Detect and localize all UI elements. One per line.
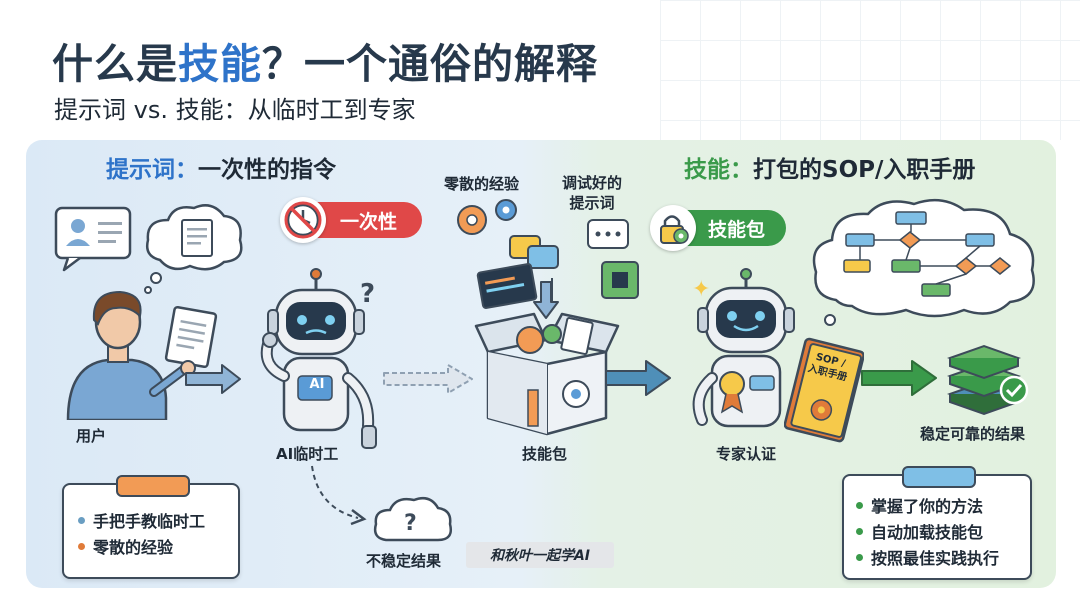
thought-document-icon [144, 204, 243, 294]
small-gear-icon [495, 199, 517, 221]
sop-manual-book-icon [784, 337, 864, 443]
prompt-section-heading: 提示词：一次性的指令 [106, 157, 336, 183]
stable-result-label: 稳定可靠的结果 [920, 425, 1026, 443]
watermark: 和秋叶一起学AI [466, 542, 614, 568]
no-clock-icon [280, 197, 326, 243]
bullet-dot [78, 516, 85, 524]
arrow-right-icon [605, 360, 671, 396]
skill-pack-badge: 技能包 [650, 205, 786, 251]
arrow-right-icon [185, 364, 241, 394]
prompt-notes-card: 手把手教临时工 零散的经验 [62, 475, 240, 579]
skill-benefits-card: 掌握了你的方法 自动加载技能包 按照最佳实践执行 [842, 466, 1032, 580]
page-title: 什么是技能？一个通俗的解释 [52, 40, 598, 88]
confused-robot-icon: ? [260, 268, 377, 449]
question-cloud-icon: ? [373, 497, 452, 542]
list-item: 零散的经验 [78, 533, 238, 559]
page-subtitle: 提示词 vs. 技能：从临时工到专家 [54, 96, 416, 124]
dashed-arrow-icon [383, 364, 473, 394]
svg-text:?: ? [404, 511, 417, 536]
svg-text:?: ? [360, 279, 375, 309]
background-grid [660, 0, 1080, 140]
user-person-icon [66, 290, 218, 420]
list-item: 自动加载技能包 [856, 518, 1030, 544]
scattered-experience-label: 零散的经验 [444, 175, 520, 193]
expert-certified-label: 专家认证 [716, 445, 777, 463]
dashed-curve-arrow [311, 465, 367, 526]
list-item: 掌握了你的方法 [856, 492, 1030, 518]
one-time-badge: 一次性 [280, 197, 422, 243]
scattered-items-icon [457, 199, 639, 309]
skill-pack-label: 技能包 [522, 445, 568, 463]
bullet-dot [856, 553, 863, 561]
tuned-prompt-label: 调试好的 提示词 [562, 174, 623, 212]
unstable-result-label: 不稳定结果 [366, 552, 442, 570]
comparison-panel: 提示词：一次性的指令 用户 [26, 140, 1056, 588]
clip-icon [116, 475, 190, 497]
expert-robot-icon: ✦ [692, 268, 795, 428]
bullet-dot [78, 542, 85, 550]
skill-section-heading: 技能：打包的SOP/入职手册 [684, 157, 976, 183]
list-item: 按照最佳实践执行 [856, 544, 1030, 570]
user-label: 用户 [76, 427, 107, 445]
list-item: 手把手教临时工 [78, 507, 238, 533]
bullet-dot [856, 527, 863, 535]
clip-icon [902, 466, 976, 488]
bullet-dot [856, 501, 863, 509]
skill-box-icon [474, 312, 620, 436]
stable-result-stack-icon [946, 344, 1029, 416]
profile-card-icon [54, 206, 132, 272]
arrow-down-icon [533, 281, 559, 319]
robot-chest-label: AI [309, 377, 325, 392]
gear-icon [457, 205, 487, 235]
svg-text:✦: ✦ [692, 277, 710, 302]
arrow-right-icon [861, 360, 937, 396]
flowchart-cloud-icon [812, 198, 1035, 326]
robot-label: AI临时工 [276, 445, 339, 463]
lock-gear-icon [650, 205, 696, 251]
